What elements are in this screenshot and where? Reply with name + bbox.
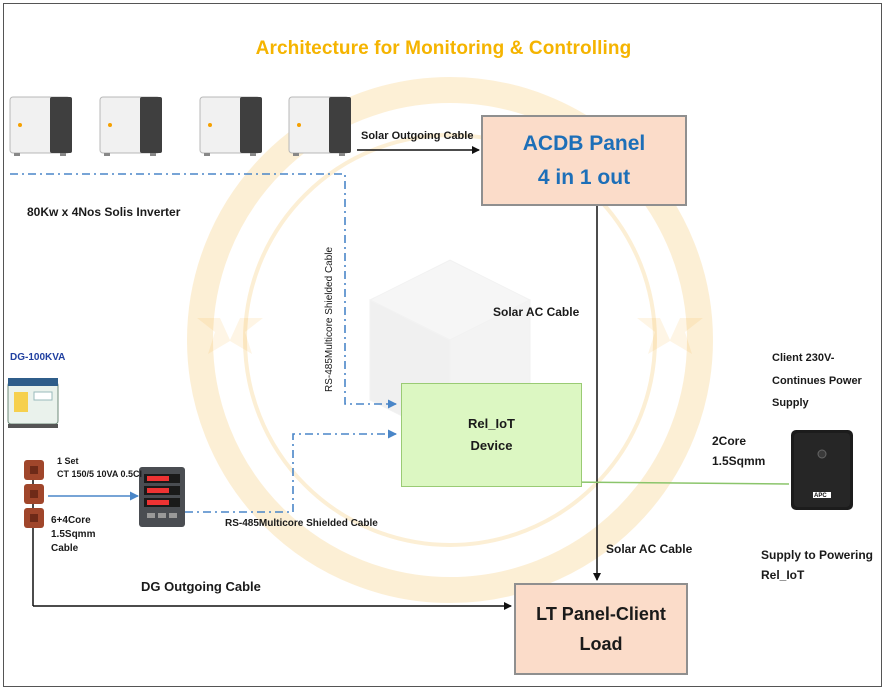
inverter-unit	[99, 96, 162, 156]
lt-panel-title: LT Panel-Client	[536, 604, 666, 624]
dg-generator-icon	[7, 378, 59, 428]
dg-outgoing-label: DG Outgoing Cable	[141, 579, 261, 594]
supply-powering-line1: Supply to Powering	[761, 548, 874, 562]
inverters-label: 80Kw x 4Nos Solis Inverter	[27, 205, 181, 219]
ct-label-line2: CT 150/5 10VA 0.5Cl	[57, 469, 143, 479]
solar-ac-lower-label: Solar AC Cable	[606, 542, 693, 556]
ct-label-line1: 1 Set	[57, 456, 79, 466]
acdb-subtitle: 4 in 1 out	[537, 165, 631, 189]
supply-powering-line2: Rel_IoT	[761, 568, 805, 582]
rs485-inverter-dashdot	[10, 173, 397, 409]
inverter-unit	[199, 96, 262, 156]
core-label-line3: Cable	[51, 543, 79, 554]
ups-to-iot-arrow	[562, 477, 790, 487]
core-label-line2: 1.5Sqmm	[51, 529, 96, 540]
client-supply-line1: Client 230V-	[772, 352, 835, 364]
rs485-meter-dashdot	[185, 429, 397, 513]
solar-outgoing-label: Solar Outgoing Cable	[361, 130, 474, 142]
iot-title: Rel_IoT	[468, 416, 515, 431]
inverter-unit	[9, 96, 72, 156]
inverter-unit	[288, 96, 351, 156]
rs485-vertical-label: RS-485Multicore Shielded Cable	[324, 246, 335, 392]
ups-brand-logo: APC	[814, 493, 827, 499]
acdb-title: ACDB Panel	[522, 131, 646, 155]
energy-meter-icon	[139, 467, 185, 527]
twocore-label-line2: 1.5Sqmm	[712, 454, 766, 468]
ups-icon	[791, 430, 853, 510]
solar-ac-upper-label: Solar AC Cable	[493, 305, 580, 319]
client-supply-line3: Supply	[772, 397, 809, 409]
client-supply-line2: Continues Power	[772, 375, 862, 387]
iot-device-node: Rel_IoT Device	[401, 383, 582, 487]
twocore-label-line1: 2Core	[712, 434, 747, 448]
iot-subtitle: Device	[470, 438, 513, 453]
lt-panel-node: LT Panel-Client Load	[514, 583, 688, 675]
lt-panel-subtitle: Load	[579, 634, 623, 654]
current-transformer-icon	[24, 460, 44, 528]
diagram-title: Architecture for Monitoring & Controllin…	[255, 38, 632, 59]
acdb-panel-node: ACDB Panel 4 in 1 out	[481, 115, 687, 206]
rs485-horizontal-label: RS-485Multicore Shielded Cable	[225, 518, 378, 529]
dg-label: DG-100KVA	[10, 352, 66, 363]
core-label-line1: 6+4Core	[51, 515, 91, 526]
